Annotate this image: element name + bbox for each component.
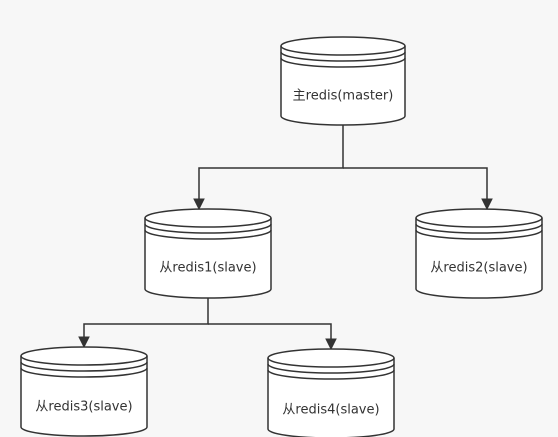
node-slave2: 从redis2(slave) xyxy=(415,208,543,299)
node-master-label: 主redis(master) xyxy=(293,89,394,104)
node-slave1: 从redis1(slave) xyxy=(144,208,272,299)
database-icon xyxy=(144,208,272,299)
edge-master-to-slave2 xyxy=(343,167,488,200)
edge-master-to-slave1 xyxy=(198,125,344,200)
database-icon xyxy=(415,208,543,299)
node-slave3-label: 从redis3(slave) xyxy=(35,400,132,415)
database-icon xyxy=(280,36,406,126)
edge-slave1-to-slave3 xyxy=(83,298,209,338)
edge-slave1-to-slave4 xyxy=(208,323,332,340)
arrowhead-slave1 xyxy=(193,198,205,211)
node-slave2-label: 从redis2(slave) xyxy=(430,261,527,276)
node-slave4-label: 从redis4(slave) xyxy=(282,403,379,418)
node-slave3: 从redis3(slave) xyxy=(20,346,148,437)
node-slave1-label: 从redis1(slave) xyxy=(159,261,256,276)
database-icon xyxy=(267,348,395,437)
node-slave4: 从redis4(slave) xyxy=(267,348,395,437)
arrowhead-slave3 xyxy=(78,336,90,349)
arrowhead-slave2 xyxy=(481,198,493,211)
node-master: 主redis(master) xyxy=(280,36,406,126)
arrowhead-slave4 xyxy=(325,338,337,351)
edges xyxy=(78,125,493,351)
database-icon xyxy=(20,346,148,437)
